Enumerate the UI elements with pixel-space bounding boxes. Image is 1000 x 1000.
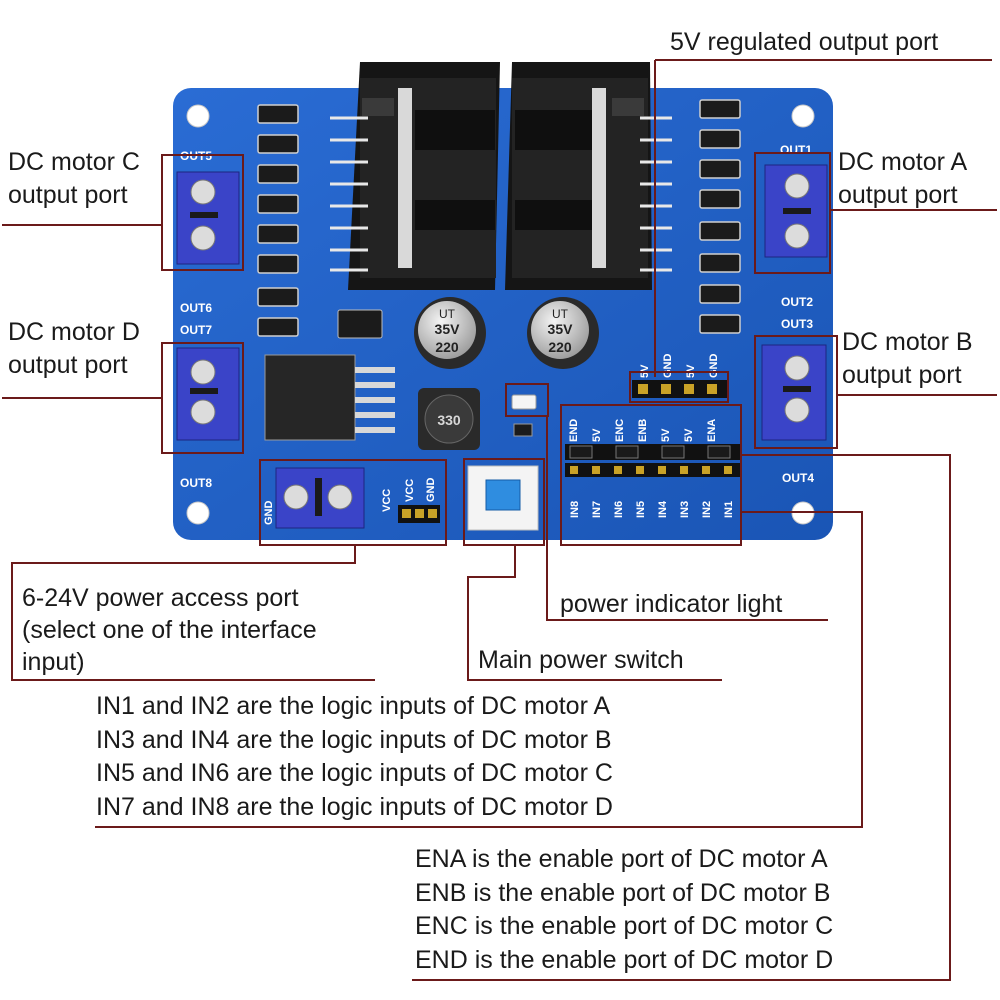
callout-power-access: 6-24V power access port (select one of t… xyxy=(22,582,317,678)
power-led xyxy=(511,394,537,410)
capacitor-left: UT 35V 220 xyxy=(414,297,486,369)
cap-label: 220 xyxy=(435,339,459,355)
out8-label: OUT8 xyxy=(180,476,212,490)
diodes-right xyxy=(699,99,741,334)
pin-label: GND xyxy=(425,478,437,503)
callout-line: output port xyxy=(8,181,128,209)
note-line: ENC is the enable port of DC motor C xyxy=(415,912,834,940)
terminal-out1-out2 xyxy=(764,164,828,258)
pin-label: 5V xyxy=(660,428,672,442)
callout-line: DC motor B xyxy=(842,328,973,356)
cap-label: 35V xyxy=(435,321,461,337)
smd-diode xyxy=(337,309,383,339)
out7-label: OUT7 xyxy=(180,323,212,337)
capacitor-right: UT 35V 220 xyxy=(527,297,599,369)
callout-line: (select one of the interface xyxy=(22,616,317,644)
out6-label: OUT6 xyxy=(180,301,212,315)
out3-label: OUT3 xyxy=(781,317,813,331)
enable-port-notes: ENA is the enable port of DC motor A ENB… xyxy=(415,843,833,977)
pin-label: IN8 xyxy=(569,501,581,518)
callout-line: output port xyxy=(838,181,958,209)
power-terminal: GND xyxy=(263,467,365,529)
callout-motor-a: DC motor A output port xyxy=(838,146,967,212)
heatsink-left xyxy=(348,62,500,290)
driver-pins-left xyxy=(330,116,368,272)
callout-motor-b: DC motor B output port xyxy=(842,326,973,392)
pin-label: END xyxy=(568,419,580,442)
out4-label: OUT4 xyxy=(782,471,814,485)
note-line: IN5 and IN6 are the logic inputs of DC m… xyxy=(96,759,613,787)
pin-label: 5V xyxy=(591,428,603,442)
callout-line: DC motor A xyxy=(838,148,968,176)
pin-label: GND xyxy=(708,354,720,379)
pin-label: IN4 xyxy=(657,500,669,518)
pin-label: 5V xyxy=(639,364,651,378)
pin-label: VCC xyxy=(404,479,416,502)
leader-lines xyxy=(2,59,997,981)
cap-label: 35V xyxy=(548,321,574,337)
out1-label: OUT1 xyxy=(780,143,812,157)
callout-line: DC motor D xyxy=(8,318,140,346)
callout-motor-d: DC motor D output port xyxy=(8,316,140,382)
pin-label: ENC xyxy=(614,419,626,442)
mount-hole xyxy=(186,104,210,128)
heatsink-right xyxy=(505,62,652,290)
callout-power-indicator: power indicator light xyxy=(560,590,783,618)
mount-hole xyxy=(791,104,815,128)
callout-line: output port xyxy=(842,361,962,389)
out2-label: OUT2 xyxy=(781,295,813,309)
callout-line: output port xyxy=(8,351,128,379)
terminal-out5-out6 xyxy=(176,171,240,265)
cap-label: UT xyxy=(552,307,569,321)
pin-label: ENB xyxy=(637,419,649,442)
pin-label: VCC xyxy=(381,489,393,512)
note-line: ENB is the enable port of DC motor B xyxy=(415,878,831,907)
note-line: IN7 and IN8 are the logic inputs of DC m… xyxy=(96,792,613,821)
cap-label: 220 xyxy=(548,339,572,355)
pin-label: IN6 xyxy=(613,501,625,518)
mount-hole xyxy=(186,501,210,525)
pin-label: ENA xyxy=(706,419,718,442)
logic-input-notes: IN1 and IN2 are the logic inputs of DC m… xyxy=(96,690,613,824)
note-line: END is the enable port of DC motor D xyxy=(415,945,834,974)
callout-line: 6-24V power access port xyxy=(22,584,299,612)
callout-line: input) xyxy=(22,648,85,676)
note-line: IN1 and IN2 are the logic inputs of DC m… xyxy=(96,692,611,720)
pin-label: GND xyxy=(263,501,275,526)
inductor-label: 330 xyxy=(437,412,461,428)
terminal-out7-out8 xyxy=(176,347,240,441)
input-header-labels: IN8 IN7 IN6 IN5 IN4 IN3 IN2 IN1 xyxy=(569,500,735,518)
enable-header: END 5V ENC ENB 5V 5V ENA xyxy=(565,419,740,477)
note-line: ENA is the enable port of DC motor A xyxy=(415,845,828,873)
main-power-switch[interactable] xyxy=(467,465,539,531)
cap-label: UT xyxy=(439,307,456,321)
callout-5v-port: 5V regulated output port xyxy=(670,28,939,56)
smd-resistor xyxy=(513,423,533,437)
pin-label: IN5 xyxy=(635,501,647,518)
pin-label: 5V xyxy=(683,428,695,442)
callout-line: DC motor C xyxy=(8,148,140,176)
pin-label: IN3 xyxy=(679,501,691,518)
callout-main-switch: Main power switch xyxy=(478,646,684,674)
pin-label: GND xyxy=(662,354,674,379)
pin-label: IN1 xyxy=(723,501,735,518)
pin-label: IN2 xyxy=(701,501,713,518)
note-line: IN3 and IN4 are the logic inputs of DC m… xyxy=(96,725,612,754)
terminal-out3-out4 xyxy=(761,344,827,441)
inductor: 330 xyxy=(418,388,480,450)
diodes-left xyxy=(257,104,299,337)
pin-label: 5V xyxy=(685,364,697,378)
power-header: VCC VCC GND xyxy=(381,478,440,523)
pin-label: IN7 xyxy=(591,501,603,518)
voltage-regulator xyxy=(264,354,395,441)
callout-motor-c: DC motor C output port xyxy=(8,146,140,212)
